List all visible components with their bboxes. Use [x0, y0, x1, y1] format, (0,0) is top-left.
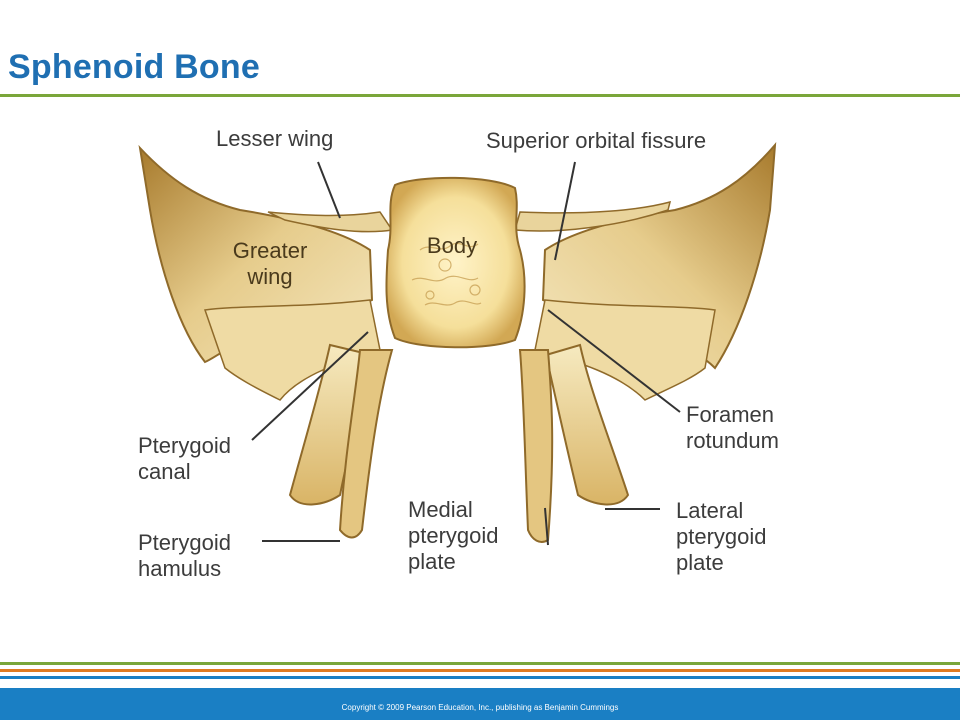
label-lateral-plate-line3: plate	[676, 550, 724, 575]
label-medial-pterygoid-plate: Medial pterygoid plate	[408, 497, 499, 575]
label-lesser-wing: Lesser wing	[216, 126, 334, 151]
label-lateral-plate-line2: pterygoid	[676, 524, 767, 549]
label-lateral-plate-line1: Lateral	[676, 498, 744, 523]
leader-lines	[251, 161, 681, 546]
medial-pterygoid-right	[518, 349, 554, 543]
label-medial-plate-line3: plate	[408, 549, 456, 574]
label-foramen-rotundum: Foramen rotundum	[686, 402, 779, 454]
label-lateral-pterygoid-plate: Lateral pterygoid plate	[676, 498, 767, 576]
footer-stripe-blue	[0, 676, 960, 679]
leader-pterygoid-canal	[251, 331, 369, 441]
label-medial-plate-line1: Medial	[408, 497, 473, 522]
sphenoid-illustration	[138, 142, 777, 546]
label-pterygoid-hamulus-line1: Pterygoid	[138, 530, 231, 555]
sphenoid-body	[385, 176, 526, 349]
leader-foramen-rotundum	[547, 309, 681, 413]
label-pterygoid-hamulus-line2: hamulus	[138, 556, 222, 581]
label-pterygoid-canal-line2: canal	[138, 459, 191, 484]
label-body: Body	[426, 233, 478, 258]
footer-bar	[0, 688, 960, 720]
label-greater-wing-line2: wing	[247, 264, 293, 289]
label-pterygoid-hamulus: Pterygoid hamulus	[138, 530, 231, 582]
leader-superior-orbital-fissure	[554, 161, 576, 261]
lateral-pterygoid-right	[544, 343, 630, 506]
medial-pterygoid-left	[338, 349, 394, 539]
label-greater-wing-line1: Greater	[232, 238, 308, 263]
footer-stripe-orange	[0, 669, 960, 672]
label-medial-plate-line2: pterygoid	[408, 523, 499, 548]
leader-medial-plate	[544, 507, 549, 546]
label-foramen-rotundum-line1: Foramen	[686, 402, 775, 427]
label-greater-wing: Greater wing	[222, 238, 318, 290]
title-divider	[0, 94, 960, 97]
label-superior-orbital-fissure: Superior orbital fissure	[486, 128, 707, 153]
sphenoid-figure: Lesser wing Superior orbital fissure Gre…	[0, 100, 960, 660]
body-texture	[411, 242, 482, 306]
label-pterygoid-canal: Pterygoid canal	[138, 433, 231, 485]
slide-title: Sphenoid Bone	[8, 48, 260, 86]
copyright-text: Copyright © 2009 Pearson Education, Inc.…	[341, 703, 619, 712]
leader-lesser-wing	[317, 161, 341, 219]
footer-stripe-green	[0, 662, 960, 665]
label-foramen-rotundum-line2: rotundum	[686, 428, 779, 453]
label-pterygoid-canal-line1: Pterygoid	[138, 433, 231, 458]
